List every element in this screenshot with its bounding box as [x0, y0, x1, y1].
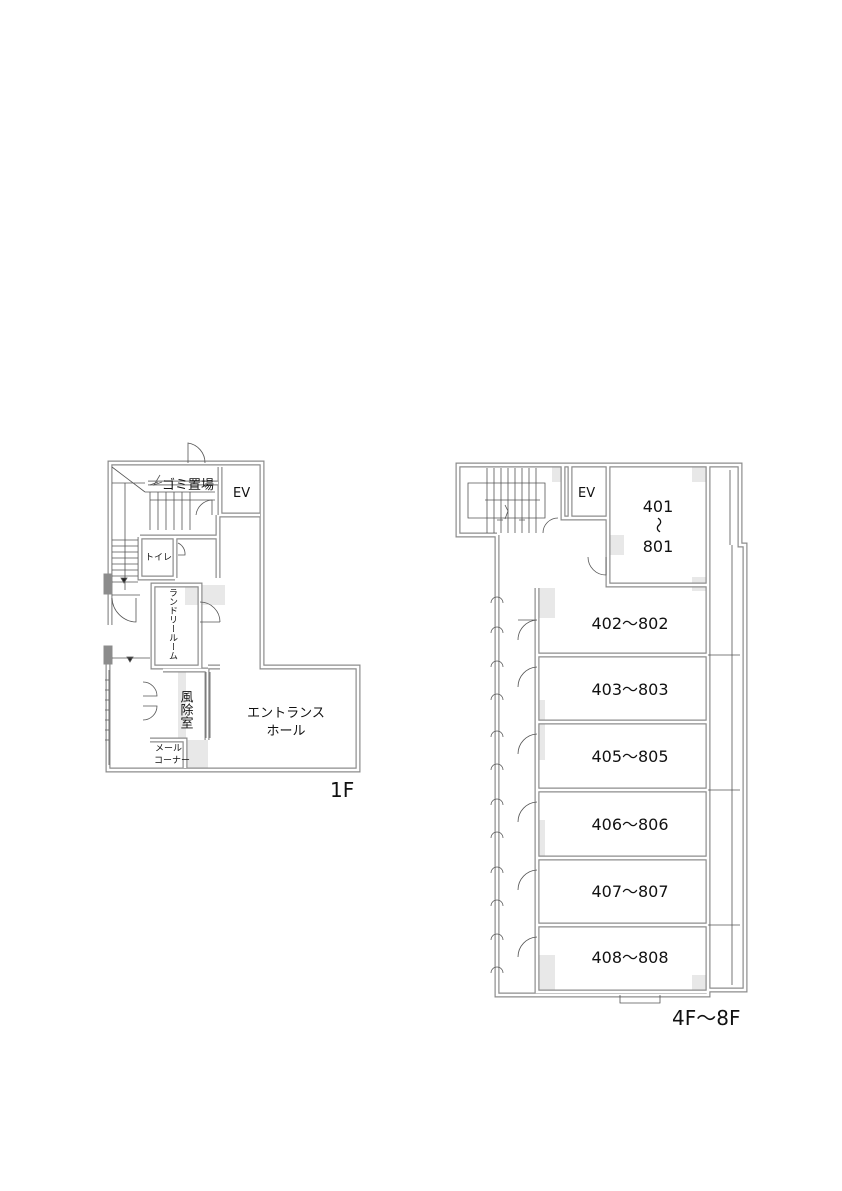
floor-title-4f-8f: 4F〜8F: [672, 1006, 740, 1030]
room-label-mail-2: コーナー: [154, 755, 190, 766]
unit-401-label-bottom: 801: [643, 537, 674, 556]
walls-1f: [103, 460, 361, 773]
unit-label: 406〜806: [591, 815, 668, 834]
floor-plan-1f: ゴミ置場 EV トイレ ランドリールーム 風除室 メール コーナー エントランス…: [103, 442, 361, 802]
room-label-laundry: ランドリールーム: [167, 588, 178, 660]
unit-label: 407〜807: [591, 882, 668, 901]
doors-1f: [111, 442, 221, 721]
room-label-ev-1f: EV: [233, 486, 250, 501]
unit-label: 403〜803: [591, 680, 668, 699]
room-label-vestibule: 風除室: [178, 690, 194, 729]
room-label-garbage: ゴミ置場: [162, 477, 214, 493]
unit-label: 402〜802: [591, 614, 668, 633]
room-label-toilet: トイレ: [145, 553, 172, 563]
unit-401-label-top: 401: [643, 497, 674, 516]
floor-plan-4f-8f: EV 401 〜 801 402〜802 403〜803 405〜805 406…: [455, 462, 748, 1030]
doors-4f: [490, 517, 607, 974]
room-label-mail-1: メール: [155, 744, 182, 754]
unit-label: 408〜808: [591, 948, 668, 967]
unit-label: 405〜805: [591, 747, 668, 766]
stairs-4f: [467, 468, 546, 533]
walls-4f: [455, 462, 748, 1004]
unit-401-label-sep: 〜: [649, 517, 668, 533]
room-label-ev-4f: EV: [578, 486, 595, 501]
floor-title-1f: 1F: [330, 778, 354, 802]
room-label-entrance-1: エントランス: [247, 706, 325, 721]
stairs-1f: [111, 466, 215, 663]
room-label-entrance-2: ホール: [266, 724, 305, 739]
